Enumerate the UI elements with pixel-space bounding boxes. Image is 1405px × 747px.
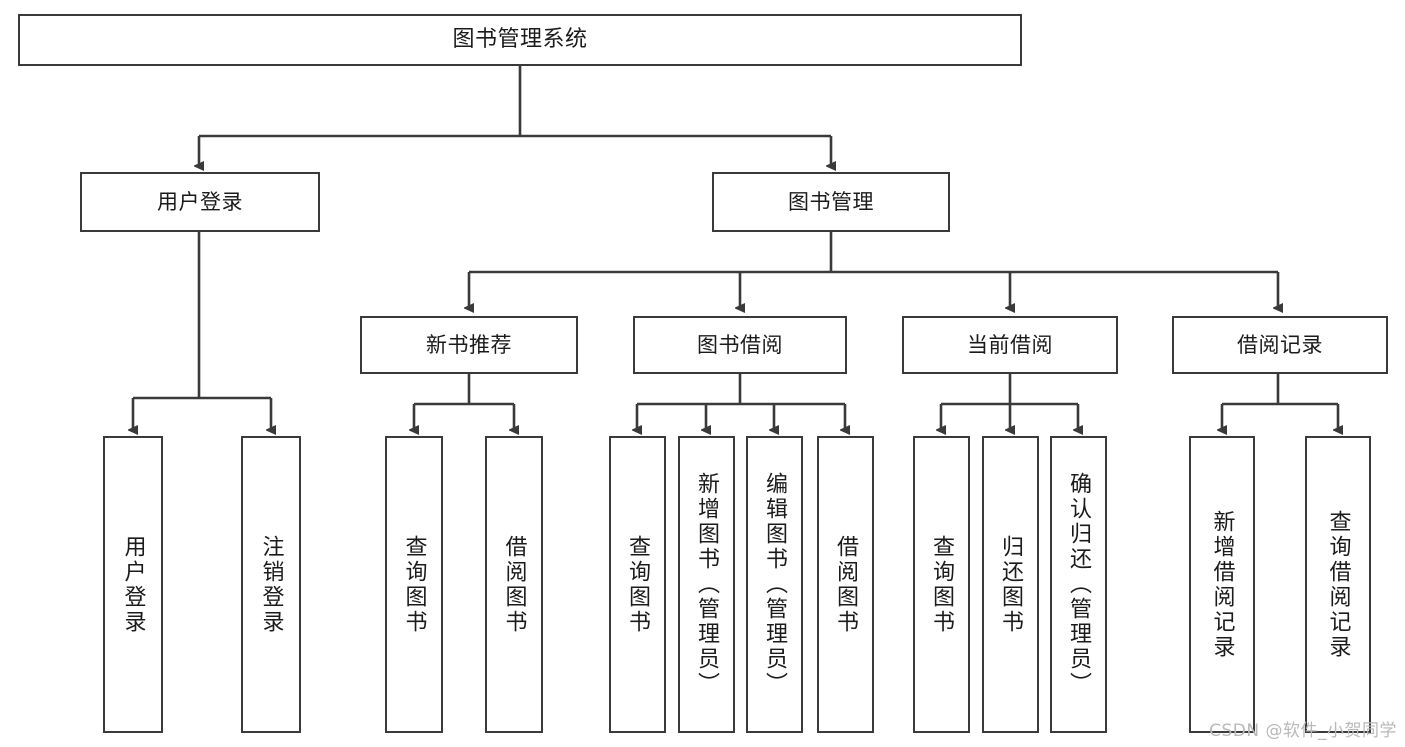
node-user-login[interactable]: 用户登录: [80, 172, 320, 232]
node-label: 查询图书: [625, 534, 651, 635]
node-label: 图书借阅: [697, 332, 783, 357]
node-label: 查询图书: [929, 534, 955, 635]
csdn-watermark: CSDN @软件_小贺同学: [1209, 721, 1397, 741]
node-label: 归还图书: [998, 534, 1024, 635]
node-book-borrowing[interactable]: 图书借阅: [633, 316, 847, 374]
node-book-management[interactable]: 图书管理: [712, 172, 950, 232]
leaf-new-book-borrow-books[interactable]: 借阅图书: [485, 436, 543, 733]
leaf-current-borrow-query-books[interactable]: 查询图书: [913, 436, 970, 733]
node-label: 图书管理系统: [452, 27, 588, 53]
node-label: 借阅图书: [833, 534, 859, 635]
node-label: 新增图书（管理员）: [694, 472, 720, 697]
node-current-borrowing[interactable]: 当前借阅: [902, 316, 1118, 374]
leaf-current-borrow-confirm-return-admin[interactable]: 确认归还（管理员）: [1050, 436, 1107, 733]
leaf-borrow-record-query-record[interactable]: 查询借阅记录: [1305, 436, 1371, 733]
leaf-book-borrow-borrow-books[interactable]: 借阅图书: [817, 436, 874, 733]
node-label: 图书管理: [788, 189, 874, 214]
leaf-user-login-logout[interactable]: 注销登录: [241, 436, 301, 733]
node-label: 用户登录: [120, 534, 146, 635]
node-label: 借阅记录: [1237, 332, 1323, 357]
leaf-new-book-query-books[interactable]: 查询图书: [385, 436, 443, 733]
node-label: 编辑图书（管理员）: [762, 472, 788, 697]
node-label: 确认归还（管理员）: [1066, 472, 1092, 697]
leaf-book-borrow-query-books[interactable]: 查询图书: [609, 436, 666, 733]
leaf-book-borrow-add-book-admin[interactable]: 新增图书（管理员）: [678, 436, 735, 733]
node-label: 查询图书: [401, 534, 427, 635]
leaf-current-borrow-return-books[interactable]: 归还图书: [982, 436, 1039, 733]
node-root-book-management-system[interactable]: 图书管理系统: [18, 14, 1022, 66]
leaf-borrow-record-add-record[interactable]: 新增借阅记录: [1189, 436, 1255, 733]
leaf-book-borrow-edit-book-admin[interactable]: 编辑图书（管理员）: [746, 436, 803, 733]
leaf-user-login-login[interactable]: 用户登录: [103, 436, 163, 733]
node-label: 借阅图书: [501, 534, 527, 635]
node-label: 用户登录: [157, 189, 243, 214]
node-label: 当前借阅: [967, 332, 1053, 357]
node-label: 新增借阅记录: [1209, 509, 1235, 660]
node-label: 查询借阅记录: [1325, 509, 1351, 660]
node-label: 注销登录: [258, 534, 284, 635]
node-borrowing-records[interactable]: 借阅记录: [1172, 316, 1388, 374]
node-label: 新书推荐: [426, 332, 512, 357]
node-new-book-recommendation[interactable]: 新书推荐: [360, 316, 578, 374]
